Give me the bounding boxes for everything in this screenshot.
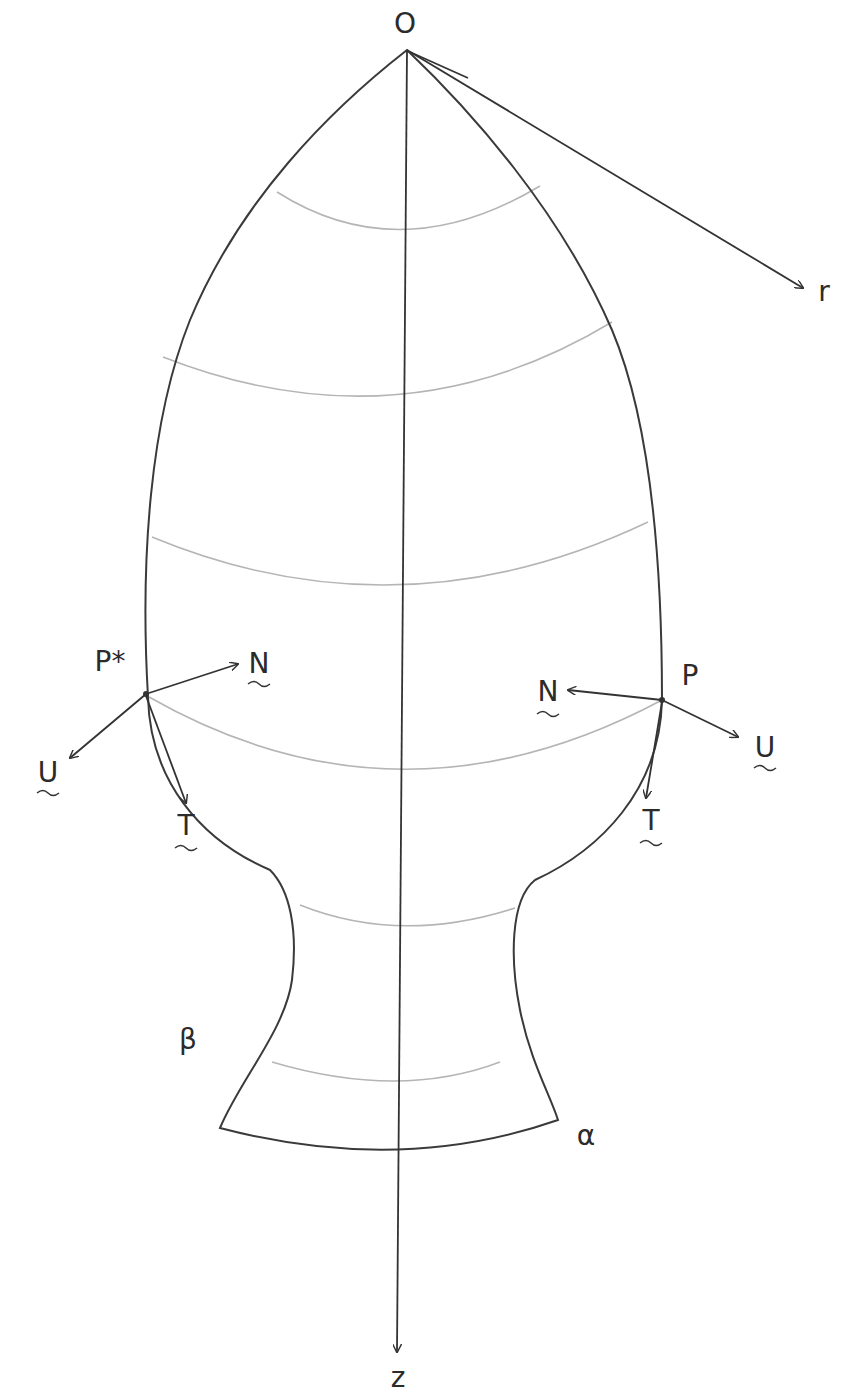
angle-label: α [577,1122,595,1150]
points [143,691,665,703]
axis-label: r [818,278,830,306]
vector-label: U [38,759,59,787]
vector-label: N [538,678,559,706]
angle-label: β [179,1026,197,1054]
point-label: P* [95,648,126,676]
axes [397,50,803,1352]
vector-label: U [755,734,776,762]
surface-outline [145,50,662,1150]
axis-label: z [391,1364,406,1392]
vector-tildes [37,682,776,851]
vector-label: T [177,812,194,840]
point-label: P [682,662,699,690]
vectors [70,664,738,803]
point-label: O [394,10,416,38]
vector-label: T [642,807,659,835]
vector-label: N [249,650,270,678]
